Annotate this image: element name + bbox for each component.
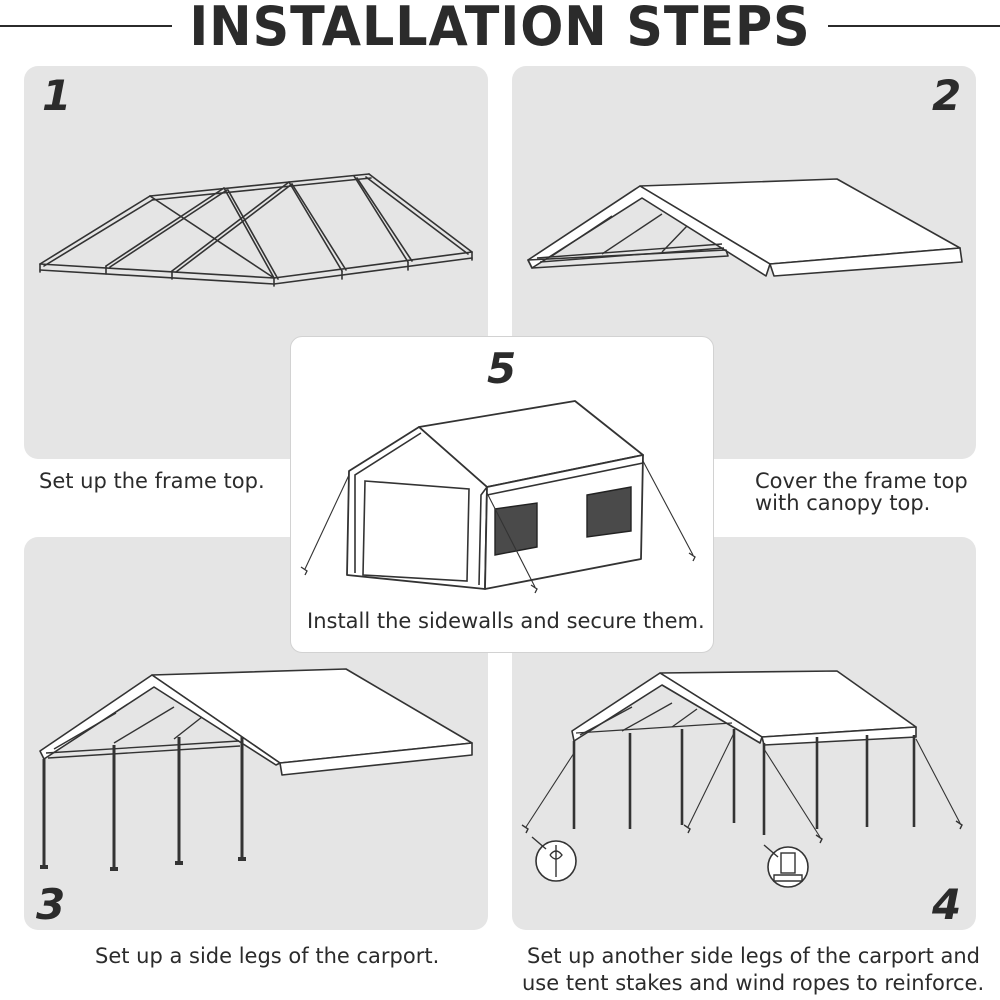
step-3-number: 3 <box>36 880 66 929</box>
step-3-caption: Set up a side legs of the carport. <box>95 944 440 968</box>
step-4-caption-line-2: use tent stakes and wind ropes to reinfo… <box>522 971 985 995</box>
header: INSTALLATION STEPS <box>0 0 1000 58</box>
step-4-number: 4 <box>932 880 962 929</box>
frame-top-illustration <box>39 173 473 287</box>
step-2-caption-line-2: with canopy top. <box>755 491 931 515</box>
step-1-number: 1 <box>42 71 72 120</box>
stakes-ropes-illustration <box>521 670 963 888</box>
step-4-caption-line-1: Set up another side legs of the carport … <box>527 944 981 968</box>
step-2-caption-line-1: Cover the frame top <box>755 469 968 493</box>
step-5-number: 5 <box>487 344 517 393</box>
step-1-caption: Set up the frame top. <box>39 469 265 493</box>
step-5-caption: Install the sidewalls and secure them. <box>307 609 705 633</box>
page-title: INSTALLATION STEPS <box>189 0 811 58</box>
side-legs-illustration <box>39 668 473 871</box>
step-2-number: 2 <box>932 71 962 120</box>
title-rule-left <box>0 25 172 27</box>
canopy-top-illustration <box>527 178 963 277</box>
sidewalls-illustration <box>300 400 696 594</box>
title-rule-right <box>828 25 1000 27</box>
step-5-panel: 5 Install the sidewa <box>290 336 714 653</box>
